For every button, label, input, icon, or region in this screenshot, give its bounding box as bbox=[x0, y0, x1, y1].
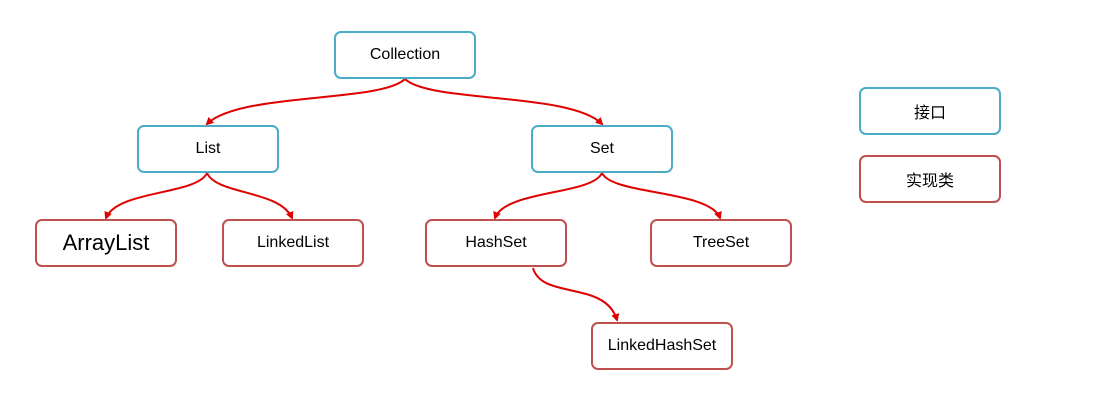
edge-collection-set bbox=[404, 78, 604, 126]
node-treeset: TreeSet bbox=[650, 219, 792, 267]
edge-list-arraylist bbox=[104, 172, 208, 220]
node-arraylist: ArrayList bbox=[35, 219, 177, 267]
node-collection: Collection bbox=[334, 31, 476, 79]
legend-interface: 接口 bbox=[859, 87, 1001, 135]
edge-set-treeset bbox=[601, 172, 722, 220]
node-hashset: HashSet bbox=[425, 219, 567, 267]
node-list: List bbox=[137, 125, 279, 173]
node-linkedhashset: LinkedHashSet bbox=[591, 322, 733, 370]
node-linkedlist: LinkedList bbox=[222, 219, 364, 267]
legend-implementation: 实现类 bbox=[859, 155, 1001, 203]
edge-set-hashset bbox=[493, 172, 603, 220]
edge-list-linkedlist bbox=[206, 172, 294, 220]
edge-collection-list bbox=[205, 78, 406, 126]
edge-hashset-linkedhashset bbox=[532, 267, 620, 322]
node-set: Set bbox=[531, 125, 673, 173]
